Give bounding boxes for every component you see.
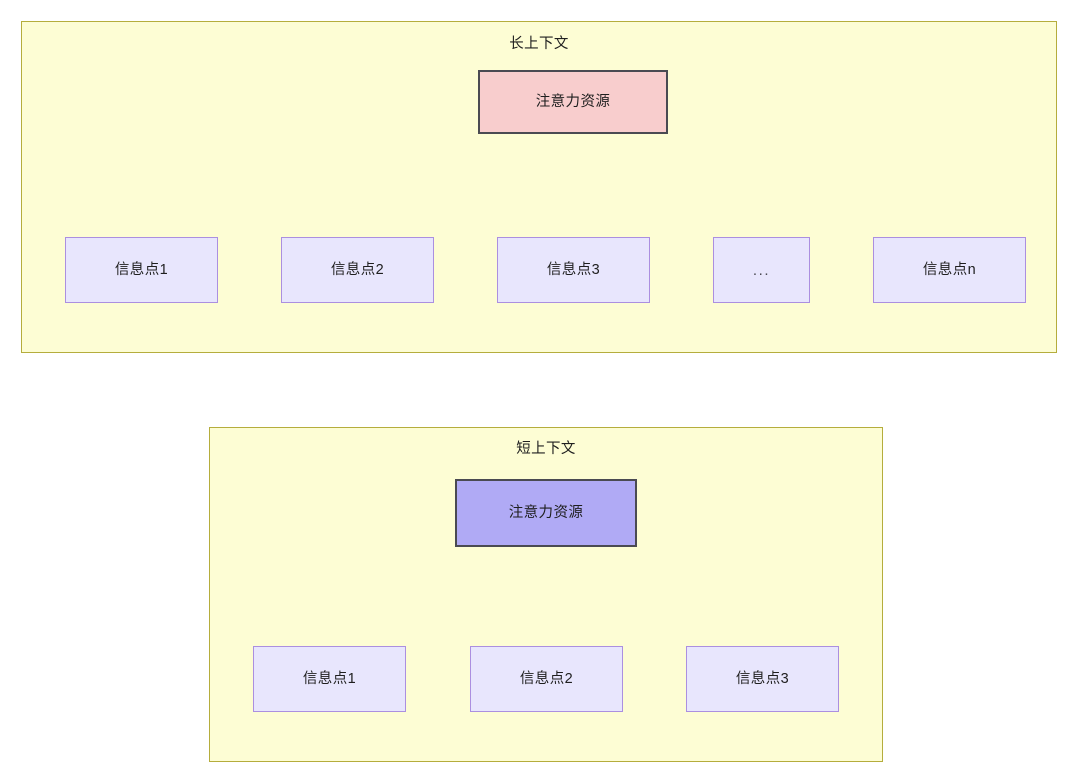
- node-long-info-point-2[interactable]: 信息点2: [281, 237, 434, 303]
- panel-long-context-title: 长上下文: [509, 36, 569, 52]
- node-long-attention-resource[interactable]: 注意力资源: [478, 70, 668, 134]
- panel-short-context-title: 短上下文: [516, 441, 576, 457]
- node-short-attention-resource[interactable]: 注意力资源: [455, 479, 637, 547]
- node-long-info-point-3[interactable]: 信息点3: [497, 237, 650, 303]
- node-short-info-point-1[interactable]: 信息点1: [253, 646, 406, 712]
- node-short-info-point-3[interactable]: 信息点3: [686, 646, 839, 712]
- node-short-info-point-2[interactable]: 信息点2: [470, 646, 623, 712]
- node-long-info-point-1[interactable]: 信息点1: [65, 237, 218, 303]
- node-long-info-point-ellipsis[interactable]: ...: [713, 237, 810, 303]
- node-long-info-point-n[interactable]: 信息点n: [873, 237, 1026, 303]
